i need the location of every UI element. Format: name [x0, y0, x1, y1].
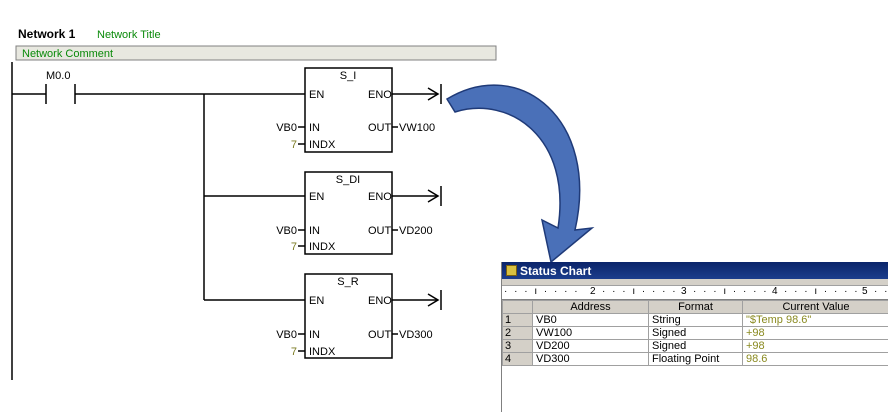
indx-operand[interactable]: 7	[291, 346, 297, 358]
eno-arrow-icon	[427, 189, 440, 203]
status-chart-icon	[506, 265, 517, 276]
format-cell[interactable]: Signed	[648, 326, 743, 340]
block-s-di[interactable]: S_DI EN ENO IN OUT INDX	[304, 171, 393, 255]
block-name: S_DI	[336, 174, 360, 186]
status-chart-title: Status Chart	[520, 263, 592, 278]
ruler-mark: 4	[772, 286, 778, 297]
address-header[interactable]: Address	[532, 300, 649, 314]
out-operand[interactable]: VD200	[399, 225, 433, 237]
status-chart-window[interactable]: Status Chart · · · ı · · · · 2 · · · ı ·…	[501, 262, 888, 412]
format-cell[interactable]: Floating Point	[648, 352, 743, 366]
block-s-i[interactable]: S_I EN ENO IN OUT INDX	[304, 67, 393, 153]
block-name: S_R	[337, 276, 358, 288]
table-header-row: Address Format Current Value	[502, 300, 888, 314]
in-pin: IN	[309, 329, 320, 341]
eno-pin: ENO	[368, 89, 392, 101]
curved-arrow-icon	[445, 84, 595, 264]
indx-pin: INDX	[309, 241, 336, 253]
indx-operand[interactable]: 7	[291, 241, 297, 253]
current-value-cell: "$Temp 98.6"	[742, 313, 888, 327]
row-number[interactable]: 3	[502, 339, 533, 353]
status-chart-toolbar	[502, 279, 888, 286]
ruler-mark: 5	[862, 286, 868, 297]
format-cell[interactable]: String	[648, 313, 743, 327]
ruler-mark: 2	[590, 286, 596, 297]
current-value-header[interactable]: Current Value	[742, 300, 888, 314]
ruler-mark: 3	[681, 286, 687, 297]
current-value-cell: 98.6	[742, 352, 888, 366]
in-pin: IN	[309, 225, 320, 237]
network-label: Network 1	[18, 27, 76, 41]
out-operand[interactable]: VD300	[399, 329, 433, 341]
current-value-cell: +98	[742, 326, 888, 340]
in-operand[interactable]: VB0	[276, 329, 297, 341]
table-row[interactable]: 4 VD300 Floating Point 98.6	[502, 352, 888, 366]
eno-pin: ENO	[368, 295, 392, 307]
en-pin: EN	[309, 191, 324, 203]
network-comment-bar[interactable]	[15, 45, 497, 61]
indx-operand[interactable]: 7	[291, 139, 297, 151]
out-operand[interactable]: VW100	[399, 122, 435, 134]
block-s-r[interactable]: S_R EN ENO IN OUT INDX	[304, 273, 393, 359]
eno-pin: ENO	[368, 191, 392, 203]
row-number[interactable]: 1	[502, 313, 533, 327]
network-comment: Network Comment	[22, 48, 113, 60]
in-operand[interactable]: VB0	[276, 225, 297, 237]
en-pin: EN	[309, 295, 324, 307]
eno-arrow-icon	[427, 87, 440, 101]
row-number-header[interactable]	[502, 300, 533, 314]
table-row[interactable]: 2 VW100 Signed +98	[502, 326, 888, 340]
indx-pin: INDX	[309, 346, 336, 358]
current-value-cell: +98	[742, 339, 888, 353]
table-row[interactable]: 3 VD200 Signed +98	[502, 339, 888, 353]
address-cell[interactable]: VW100	[532, 326, 649, 340]
indx-pin: INDX	[309, 139, 336, 151]
row-number[interactable]: 2	[502, 326, 533, 340]
contact-address: M0.0	[46, 70, 70, 82]
en-pin: EN	[309, 89, 324, 101]
format-cell[interactable]: Signed	[648, 339, 743, 353]
address-cell[interactable]: VD200	[532, 339, 649, 353]
address-cell[interactable]: VB0	[532, 313, 649, 327]
block-name: S_I	[340, 70, 357, 82]
out-pin: OUT	[368, 329, 392, 341]
format-header[interactable]: Format	[648, 300, 743, 314]
in-operand[interactable]: VB0	[276, 122, 297, 134]
eno-arrow-icon	[427, 293, 440, 307]
out-pin: OUT	[368, 122, 392, 134]
column-ruler[interactable]: · · · ı · · · · 2 · · · ı · · · · 3 · · …	[502, 286, 888, 300]
address-cell[interactable]: VD300	[532, 352, 649, 366]
row-number[interactable]: 4	[502, 352, 533, 366]
status-chart-titlebar[interactable]: Status Chart	[502, 262, 888, 279]
status-chart-table: Address Format Current Value 1 VB0 Strin…	[502, 300, 888, 366]
out-pin: OUT	[368, 225, 392, 237]
network-title[interactable]: Network Title	[97, 29, 161, 41]
table-row[interactable]: 1 VB0 String "$Temp 98.6"	[502, 313, 888, 327]
in-pin: IN	[309, 122, 320, 134]
